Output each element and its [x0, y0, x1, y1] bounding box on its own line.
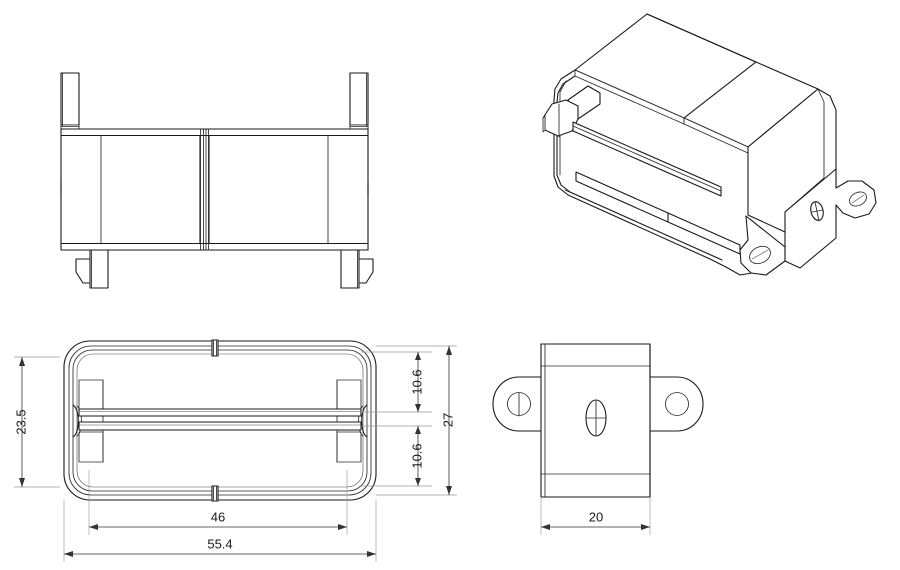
side-main-plate: [540, 343, 651, 498]
side-center-hole: [585, 399, 607, 437]
view-side: [492, 343, 704, 498]
dimension-10-6-lower: 10.6: [361, 425, 432, 487]
iso-inner-shelf-lower: [575, 171, 741, 255]
front-left-bracket: [72, 379, 104, 463]
iso-bottom-rail: [564, 189, 753, 276]
front-center-bars: [78, 408, 362, 431]
side-left-ear: [492, 376, 547, 432]
front-right-bracket: [336, 379, 368, 463]
top-view-lower-left-tab: [75, 249, 109, 289]
dimension-label-10-6-upper: 10.6: [409, 369, 424, 394]
dimension-20: 20: [540, 497, 651, 535]
iso-inner-shelf-upper: [572, 121, 722, 197]
dimension-label-23-5: 23.5: [13, 409, 28, 434]
dimension-10-6-upper: 10.6: [361, 351, 432, 413]
dimension-27: 27: [376, 345, 457, 496]
iso-back-rail: [560, 13, 757, 80]
front-top-gap: [211, 339, 219, 357]
top-view-body: [60, 128, 369, 251]
top-view-upper-right-tab: [349, 72, 369, 133]
dimension-label-55-4: 55.4: [207, 536, 232, 551]
top-view-upper-left-tab: [60, 72, 80, 133]
view-front: [63, 339, 377, 502]
iso-front-plate: [784, 168, 877, 269]
dimension-label-20: 20: [589, 509, 603, 524]
dimension-23-5: 23.5: [13, 356, 60, 488]
dimension-label-27: 27: [440, 413, 455, 427]
top-view-lower-right-tab: [340, 249, 374, 289]
side-right-ear: [649, 376, 704, 432]
view-isometric: [542, 13, 877, 276]
iso-center-hole: [810, 201, 824, 222]
front-bottom-gap: [211, 485, 219, 502]
dimension-label-46: 46: [211, 509, 225, 524]
view-top-left: [60, 72, 374, 289]
dimension-label-10-6-lower: 10.6: [409, 443, 424, 468]
iso-left-hook: [542, 85, 601, 138]
dimension-46: 46: [88, 470, 348, 535]
dimension-55-4: 55.4: [63, 500, 377, 562]
